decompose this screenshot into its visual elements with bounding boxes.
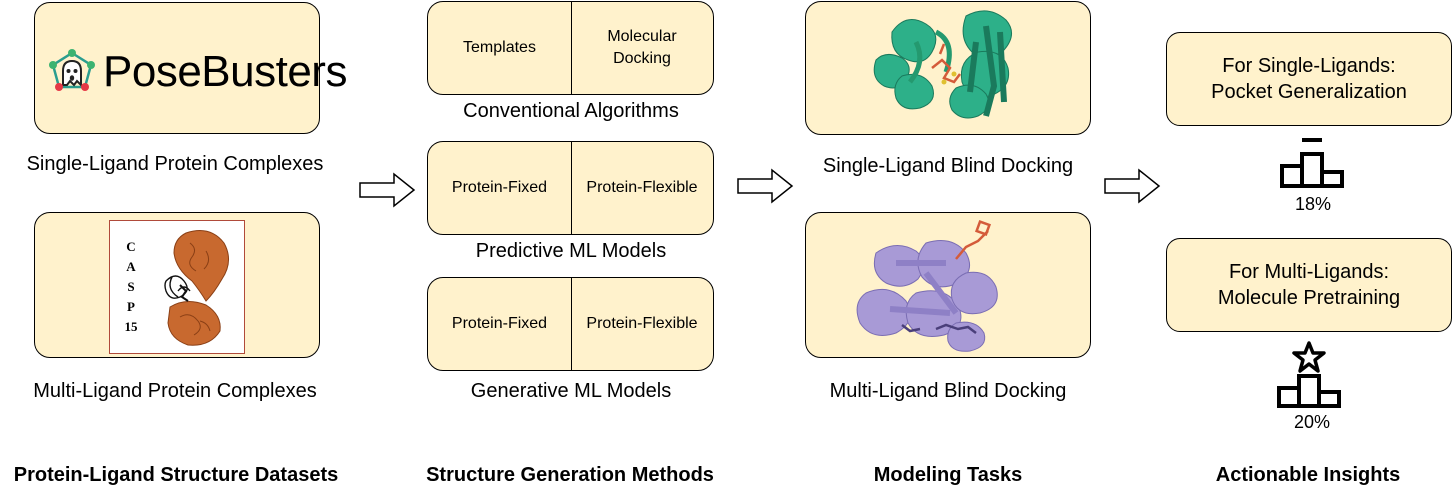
single-ligand-docking-box	[805, 1, 1091, 135]
predictive-ml-caption: Predictive ML Models	[475, 240, 667, 262]
single-ligand-docking-caption: Single-Ligand Blind Docking	[822, 155, 1074, 177]
single-ligand-protein-image	[873, 10, 1012, 119]
multi-ligand-percent: 20%	[1293, 412, 1331, 432]
methods-column-title: Structure Generation Methods	[426, 464, 714, 486]
protein-flexible-cell: Protein-Flexible	[586, 179, 698, 196]
insight-line1: For Multi-Ligands:	[1228, 261, 1390, 283]
podium-icon	[1280, 138, 1344, 188]
templates-cell: Templates	[463, 39, 536, 56]
arrow-right-icon	[1104, 168, 1161, 204]
insight-line1: For Single-Ligands:	[1222, 55, 1396, 77]
insight-line2: Molecule Pretraining	[1217, 287, 1401, 309]
arrow-right-icon	[737, 168, 794, 204]
casp15-protein-image	[164, 230, 229, 346]
datasets-column-title: Protein-Ligand Structure Datasets	[13, 464, 339, 486]
cell-divider	[571, 142, 572, 234]
single-ligand-insight-box: For Single-Ligands: Pocket Generalizatio…	[1166, 32, 1452, 126]
cell-divider	[571, 278, 572, 370]
single-ligand-complexes-caption: Single-Ligand Protein Complexes	[26, 153, 324, 175]
predictive-ml-box: Protein-Fixed Protein-Flexible	[427, 141, 714, 235]
single-ligand-percent: 18%	[1294, 194, 1332, 214]
multi-ligand-complexes-caption: Multi-Ligand Protein Complexes	[33, 380, 317, 402]
generative-ml-box: Protein-Fixed Protein-Flexible	[427, 277, 714, 371]
molecular-docking-cell: Molecular Docking	[607, 28, 677, 67]
cell-divider	[571, 2, 572, 94]
multi-ligand-protein-image	[856, 219, 998, 352]
tasks-column-title: Modeling Tasks	[873, 464, 1023, 486]
posebusters-logo: PoseBusters	[45, 47, 347, 97]
posebusters-ghost-icon	[49, 49, 95, 91]
conventional-algorithms-box: Templates Molecular Docking	[427, 1, 714, 95]
multi-ligand-docking-box	[805, 212, 1091, 358]
posebusters-logo-text: PoseBusters	[103, 47, 347, 96]
protein-flexible-cell: Protein-Flexible	[586, 315, 698, 332]
protein-fixed-cell: Protein-Fixed	[451, 179, 548, 196]
multi-ligand-insight-box: For Multi-Ligands: Molecule Pretraining	[1166, 238, 1452, 332]
insights-column-title: Actionable Insights	[1215, 464, 1401, 486]
multi-ligand-docking-caption: Multi-Ligand Blind Docking	[829, 380, 1067, 402]
podium-star-icon	[1277, 341, 1341, 408]
conventional-algorithms-caption: Conventional Algorithms	[463, 100, 679, 122]
posebusters-box: PoseBusters	[34, 2, 347, 134]
insight-line2: Pocket Generalization	[1211, 81, 1407, 103]
arrow-right-icon	[359, 172, 416, 208]
protein-fixed-cell: Protein-Fixed	[451, 315, 548, 332]
generative-ml-caption: Generative ML Models	[470, 380, 672, 402]
